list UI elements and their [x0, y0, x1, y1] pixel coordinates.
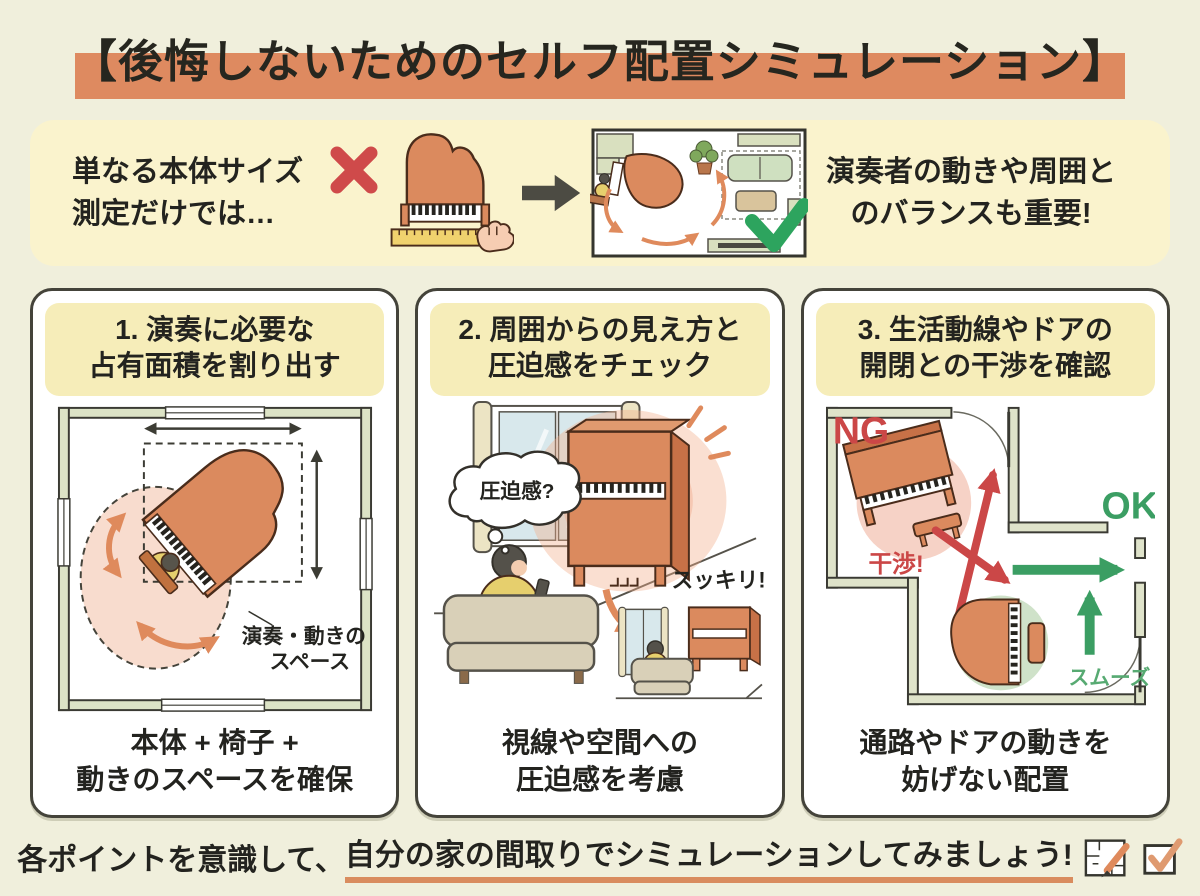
smooth-label: スムーズ: [1069, 666, 1151, 690]
card1-heading-line2: 占有面積を割り出す: [88, 350, 341, 382]
intro-banner: 単なる本体サイズ 測定だけでは…: [30, 120, 1170, 266]
room-outline: [56, 406, 373, 713]
ng-label: NG: [833, 410, 889, 452]
upright-piano-icon: [842, 420, 957, 528]
page-title: 【後悔しないためのセルフ配置シミュレーション】: [71, 36, 1129, 87]
card3-heading-line2: 開閉との干渉を確認: [859, 350, 1112, 382]
card3-caption: 通路やドアの動きを 妨げない配置: [804, 723, 1167, 815]
cross-icon: [330, 146, 378, 194]
measuring-hand-icon: [476, 220, 514, 253]
grand-piano-top-icon: [400, 133, 491, 227]
card3-heading-line1: 3. 生活動線やドアの: [857, 314, 1113, 345]
movement-arrows: [603, 169, 729, 247]
card1-caption: 本体 + 椅子 + 動きのスペースを確保: [33, 723, 396, 815]
card3-heading: 3. 生活動線やドアの 開閉との干渉を確認: [815, 303, 1155, 396]
card3-caption-line2: 妨げない配置: [901, 764, 1070, 796]
oppression-check-diagram: 圧迫感? スッキリ!: [434, 401, 766, 700]
ok-label: OK: [1102, 485, 1155, 527]
thought-bubble: 圧迫感?: [448, 450, 582, 555]
point-cards: 1. 演奏に必要な 占有面積を割り出す: [30, 288, 1170, 818]
occupied-area-diagram: 演奏・動きの スペース: [56, 406, 373, 713]
card1-heading-line1: 1. 演奏に必要な: [115, 314, 315, 345]
intro-right-line1: 演奏者の動きや周囲と: [826, 155, 1117, 188]
card2-heading: 2. 周囲からの見え方と 圧迫感をチェック: [430, 303, 770, 396]
grand-piano-measure-illustration: [390, 133, 514, 253]
upright-piano-icon: [565, 419, 693, 588]
piano-bench-icon: [912, 513, 963, 548]
movement-arrows: [102, 512, 220, 655]
room-floorplan-thumbnail: [590, 128, 808, 258]
checkmark-icon: [745, 198, 808, 252]
traffic-line-diagram: NG 干渉! OK スムーズ: [826, 407, 1155, 706]
interference-label: 干渉!: [869, 551, 924, 578]
grand-piano-top-icon: [138, 449, 284, 599]
point-card-2: 2. 周囲からの見え方と 圧迫感をチェック: [415, 288, 785, 818]
dimension-arrows: [142, 422, 323, 584]
space-label-leader: [247, 611, 273, 627]
footer-lead-text: 各ポイントを意識して、: [17, 843, 345, 877]
intro-left-text: 単なる本体サイズ 測定だけでは…: [72, 151, 324, 235]
interference-arrows: [931, 468, 1011, 634]
floorplan-walls: [826, 407, 1147, 706]
ruler-icon: [390, 228, 483, 247]
player-icon: [138, 550, 180, 595]
card2-heading-line2: 圧迫感をチェック: [487, 350, 712, 382]
card2-caption-line2: 圧迫感を考慮: [515, 764, 684, 796]
point-card-1: 1. 演奏に必要な 占有面積を割り出す: [30, 288, 400, 818]
result-label: スッキリ!: [671, 568, 765, 593]
mini-scene: [615, 606, 763, 700]
mini-sofa-icon: [630, 658, 694, 696]
card3-caption-line1: 通路やドアの動きを: [859, 727, 1112, 759]
right-arrow-icon: [522, 174, 581, 212]
intro-left-line2: 測定だけでは…: [72, 198, 276, 230]
thought-bubble-text: 圧迫感?: [480, 479, 555, 503]
floorplan-pencil-icon: [1084, 838, 1130, 877]
card2-caption: 視線や空間への 圧迫感を考慮: [418, 723, 781, 815]
card2-illustration: 圧迫感? スッキリ!: [418, 396, 781, 723]
door-arc-bottom-right: [1085, 637, 1142, 694]
grand-piano-top-icon: [950, 598, 1046, 686]
space-label-line2: スペース: [269, 651, 349, 674]
card1-heading: 1. 演奏に必要な 占有面積を割り出す: [45, 303, 385, 396]
card2-heading-line1: 2. 周囲からの見え方と: [458, 314, 742, 345]
card3-illustration: NG 干渉! OK スムーズ: [804, 396, 1167, 723]
title-highlight-bar: [75, 53, 1125, 99]
card1-illustration: 演奏・動きの スペース: [33, 396, 396, 723]
door-arc-top: [953, 411, 1011, 468]
card2-caption-line1: 視線や空間への: [501, 727, 698, 759]
card1-caption-line1: 本体 + 椅子 +: [130, 727, 299, 759]
footer-note: 各ポイントを意識して、自分の家の間取りでシミュレーションしてみましょう!: [17, 830, 1183, 883]
intro-right-text: 演奏者の動きや周囲と のバランスも重要!: [826, 151, 1116, 235]
mini-piano-icon: [687, 606, 761, 672]
card1-caption-line2: 動きのスペースを確保: [76, 764, 353, 796]
page-header: 【後悔しないためのセルフ配置シミュレーション】: [0, 20, 1200, 108]
intro-left-line1: 単なる本体サイズ: [72, 155, 304, 188]
grand-piano-icon: [590, 152, 684, 209]
point-card-3: 3. 生活動線やドアの 開閉との干渉を確認: [800, 288, 1170, 818]
checkbox-icon: [1143, 837, 1183, 875]
plant-icon: [689, 140, 719, 175]
emphasis-lines: [686, 405, 731, 461]
sofa-icon: [721, 150, 801, 220]
sofa-icon: [442, 594, 600, 685]
space-label-line1: 演奏・動きの: [241, 624, 365, 648]
footer-underlined-text: 自分の家の間取りでシミュレーションしてみましょう!: [344, 830, 1073, 883]
intro-right-line2: のバランスも重要!: [850, 198, 1092, 230]
footer-icons: [1083, 834, 1183, 880]
